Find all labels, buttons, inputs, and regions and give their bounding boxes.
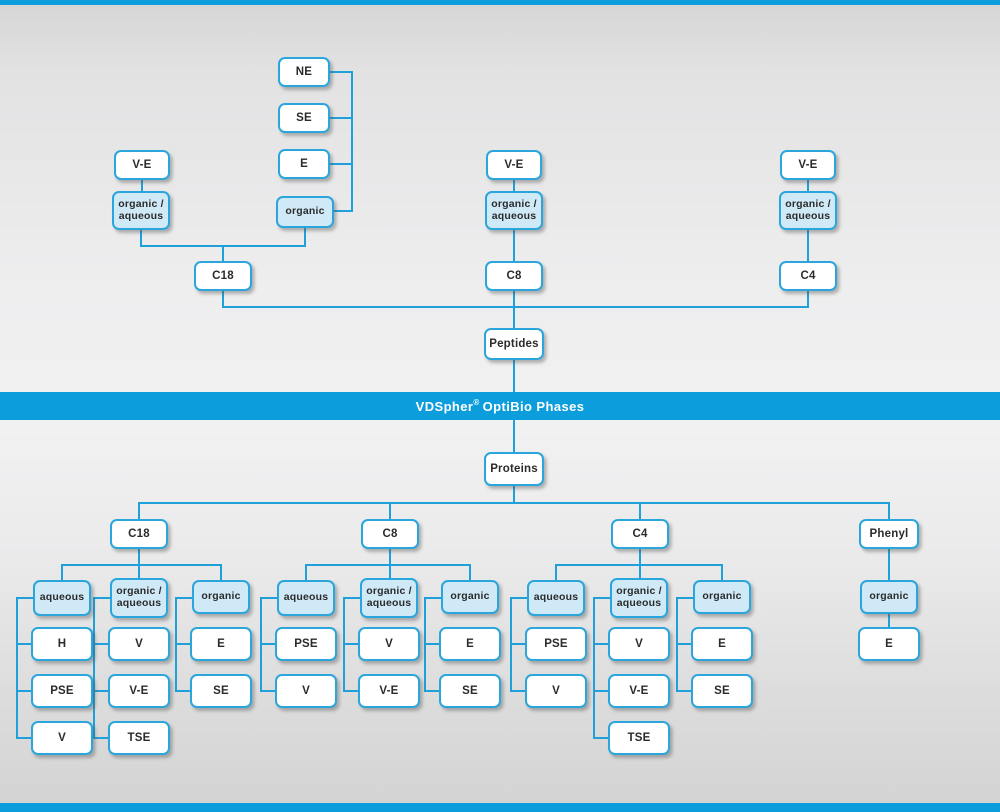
peptides-column-c18: C18 — [194, 261, 252, 291]
proteins-c18-organic-grade-e: E — [190, 627, 252, 661]
proteins-c4-aqueous-grade-v: V — [525, 674, 587, 708]
proteins-phenyl-mode-organic: organic — [860, 580, 918, 614]
proteins-root: Proteins — [484, 452, 544, 486]
proteins-c18-orgaq-grade-v: V — [108, 627, 170, 661]
proteins-c8-organic-grade-e: E — [439, 627, 501, 661]
peptides-c18-orgaq-grade-ve: V-E — [114, 150, 170, 180]
proteins-c4-aqueous-grade-pse: PSE — [525, 627, 587, 661]
peptides-column-c8: C8 — [485, 261, 543, 291]
proteins-c4-organic-grade-e: E — [691, 627, 753, 661]
proteins-column-c4: C4 — [611, 519, 669, 549]
proteins-phenyl-organic-grade-e: E — [858, 627, 920, 661]
proteins-c18-mode-organic-aqueous: organic / aqueous — [110, 578, 168, 618]
proteins-c4-orgaq-grade-tse: TSE — [608, 721, 670, 755]
bottom-border-bar — [0, 803, 1000, 812]
peptides-c8-orgaq-grade-ve: V-E — [486, 150, 542, 180]
proteins-c8-orgaq-grade-v: V — [358, 627, 420, 661]
proteins-c8-mode-organic-aqueous: organic / aqueous — [360, 578, 418, 618]
peptides-c4-mode-organic-aqueous: organic / aqueous — [779, 191, 837, 230]
proteins-c4-mode-organic: organic — [693, 580, 751, 614]
proteins-column-phenyl: Phenyl — [859, 519, 919, 549]
peptides-c18-mode-organic: organic — [276, 196, 334, 228]
proteins-c18-mode-organic: organic — [192, 580, 250, 614]
proteins-c4-orgaq-grade-v: V — [608, 627, 670, 661]
banner: VDSpher®OptiBio Phases — [0, 392, 1000, 420]
proteins-column-c8: C8 — [361, 519, 419, 549]
peptides-c4-orgaq-grade-ve: V-E — [780, 150, 836, 180]
proteins-c8-aqueous-grade-pse: PSE — [275, 627, 337, 661]
peptides-c18-organic-grade-se: SE — [278, 103, 330, 133]
proteins-c8-mode-aqueous: aqueous — [277, 580, 335, 616]
top-border-bar — [0, 0, 1000, 5]
peptides-c8-mode-organic-aqueous: organic / aqueous — [485, 191, 543, 230]
peptides-root: Peptides — [484, 328, 544, 360]
proteins-c8-orgaq-grade-ve: V-E — [358, 674, 420, 708]
proteins-c4-mode-organic-aqueous: organic / aqueous — [610, 578, 668, 618]
peptides-column-c4: C4 — [779, 261, 837, 291]
proteins-c4-mode-aqueous: aqueous — [527, 580, 585, 616]
proteins-c18-organic-grade-se: SE — [190, 674, 252, 708]
proteins-c18-aqueous-grade-h: H — [31, 627, 93, 661]
proteins-c4-organic-grade-se: SE — [691, 674, 753, 708]
proteins-c8-organic-grade-se: SE — [439, 674, 501, 708]
proteins-c8-aqueous-grade-v: V — [275, 674, 337, 708]
proteins-column-c18: C18 — [110, 519, 168, 549]
proteins-c18-orgaq-grade-tse: TSE — [108, 721, 170, 755]
proteins-c18-aqueous-grade-v: V — [31, 721, 93, 755]
proteins-c18-aqueous-grade-pse: PSE — [31, 674, 93, 708]
peptides-c18-organic-grade-ne: NE — [278, 57, 330, 87]
proteins-c18-orgaq-grade-ve: V-E — [108, 674, 170, 708]
proteins-c18-mode-aqueous: aqueous — [33, 580, 91, 616]
proteins-c4-orgaq-grade-ve: V-E — [608, 674, 670, 708]
registered-trademark-icon: ® — [473, 398, 480, 408]
peptides-c18-organic-grade-e: E — [278, 149, 330, 179]
banner-title: VDSpher®OptiBio Phases — [415, 398, 585, 414]
proteins-c8-mode-organic: organic — [441, 580, 499, 614]
peptides-c18-mode-organic-aqueous: organic / aqueous — [112, 191, 170, 230]
